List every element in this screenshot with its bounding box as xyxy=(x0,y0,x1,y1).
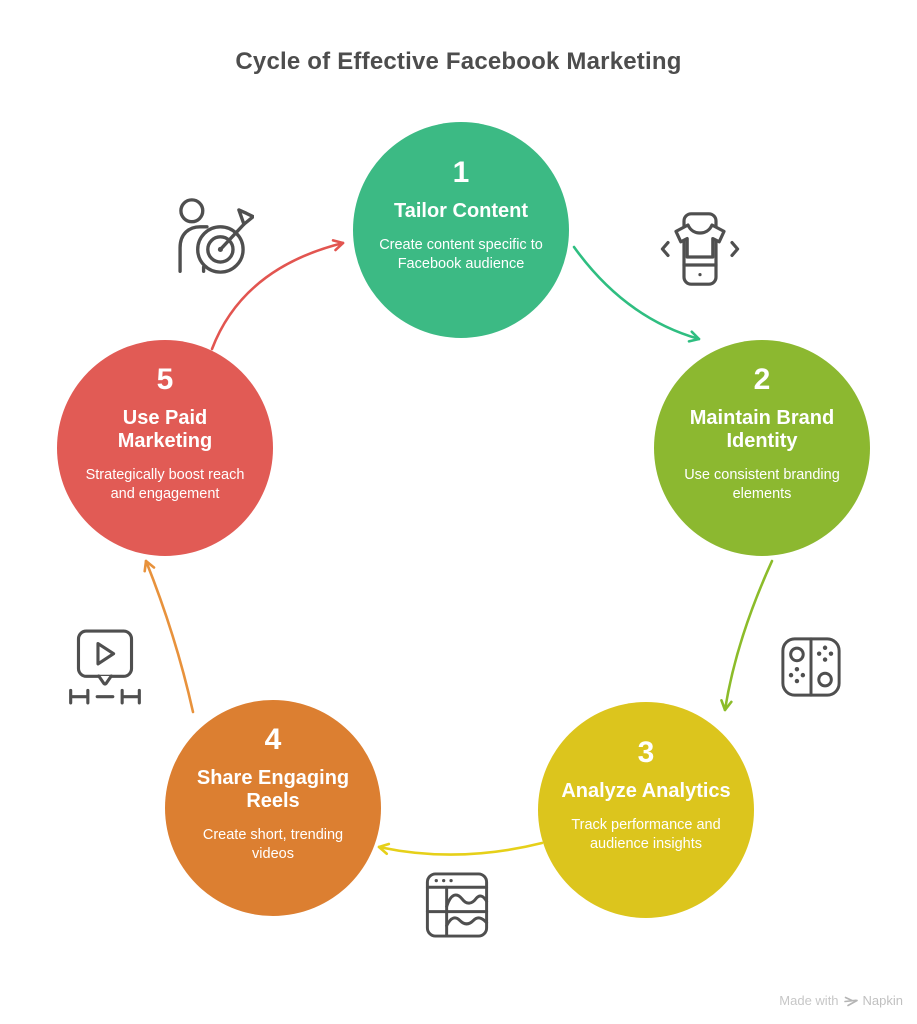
step-description: Strategically boost reach and engagement xyxy=(85,466,245,502)
game-controller-icon xyxy=(774,630,848,704)
step-description: Create content specific to Facebook audi… xyxy=(379,236,543,272)
step-number: 4 xyxy=(264,722,282,756)
step-title: Tailor Content xyxy=(393,200,529,223)
watermark-brand: Napkin xyxy=(862,993,903,1008)
analytics-dashboard-icon xyxy=(418,868,496,942)
step-description: Use consistent branding elements xyxy=(684,466,840,502)
arrow-5-to-1 xyxy=(210,239,345,351)
watermark-made-with: Made with xyxy=(779,993,839,1008)
step-title: Analyze Analytics xyxy=(561,780,731,803)
step-circle-share-engaging-reels: 4 Share Engaging Reels Create short, tre… xyxy=(165,700,381,916)
step-number: 3 xyxy=(637,736,655,770)
step-number: 2 xyxy=(753,362,771,396)
step-circle-use-paid-marketing: 5 Use Paid Marketing Strategically boost… xyxy=(57,340,273,556)
arrow-3-to-4 xyxy=(377,841,544,856)
step-title: Maintain Brand Identity xyxy=(689,406,835,453)
arrow-1-to-2 xyxy=(572,245,701,343)
step-title: Use Paid Marketing xyxy=(117,406,213,453)
step-circle-analyze-analytics: 3 Analyze Analytics Track performance an… xyxy=(538,702,754,918)
step-circle-tailor-content: 1 Tailor Content Create content specific… xyxy=(353,122,569,338)
step-number: 5 xyxy=(156,362,174,396)
video-reel-icon xyxy=(66,628,144,706)
arrow-4-to-5 xyxy=(143,559,195,714)
step-description: Track performance and audience insights xyxy=(571,816,721,852)
audience-target-icon xyxy=(170,190,254,282)
step-title: Share Engaging Reels xyxy=(196,766,350,813)
napkin-logo-icon xyxy=(843,996,858,1007)
step-description: Create short, trending videos xyxy=(202,826,344,862)
page-title: Cycle of Effective Facebook Marketing xyxy=(235,48,682,75)
phone-tshirt-icon xyxy=(660,208,740,290)
step-number: 1 xyxy=(452,156,470,190)
watermark: Made with Napkin xyxy=(779,993,903,1008)
arrow-2-to-3 xyxy=(720,559,774,712)
step-circle-maintain-brand-identity: 2 Maintain Brand Identity Use consistent… xyxy=(654,340,870,556)
